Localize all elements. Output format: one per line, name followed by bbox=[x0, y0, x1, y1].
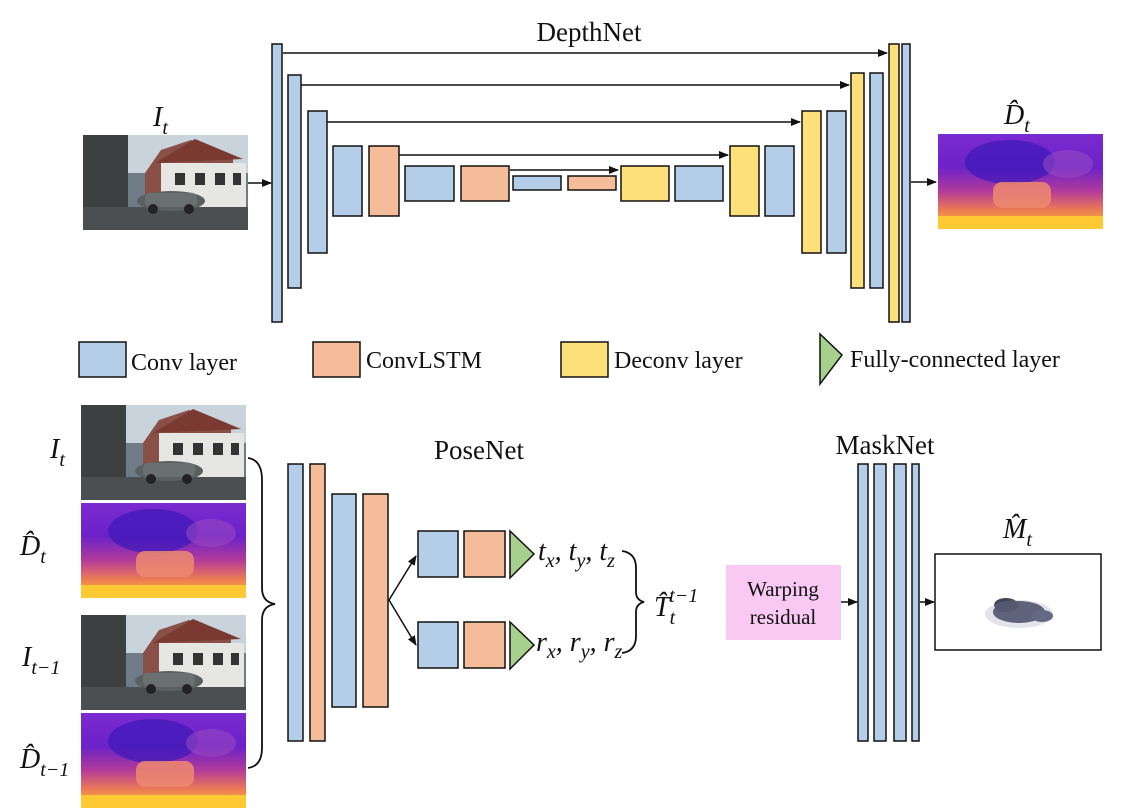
legend-conv-label: Conv layer bbox=[131, 350, 237, 376]
convlstm-layer bbox=[368, 145, 400, 217]
posenet-input-label: It bbox=[49, 434, 65, 471]
posenet-input-label: D̂t bbox=[19, 531, 46, 568]
branch-arrow-translation bbox=[388, 555, 417, 601]
conv-layer bbox=[911, 463, 920, 742]
depthnet-title: DepthNet bbox=[537, 17, 642, 47]
convlstm-layer bbox=[463, 621, 506, 669]
warping-residual-box bbox=[726, 565, 841, 640]
pose-brace bbox=[621, 550, 645, 654]
depthnet-input-label: It bbox=[152, 102, 168, 139]
conv-layer bbox=[901, 43, 911, 323]
conv-layer bbox=[512, 175, 562, 191]
posenet-input-label: It−1 bbox=[21, 642, 60, 679]
fc-layer-rotation bbox=[509, 620, 536, 671]
convlstm-layer bbox=[309, 463, 326, 742]
conv-layer bbox=[869, 72, 884, 289]
conv-layer bbox=[873, 463, 887, 742]
conv-layer bbox=[404, 165, 455, 202]
mask-blob bbox=[985, 598, 1053, 628]
convlstm-layer bbox=[463, 530, 506, 578]
deconv-layer bbox=[888, 43, 900, 323]
conv-layer bbox=[893, 463, 907, 742]
masknet-title: MaskNet bbox=[836, 430, 935, 460]
input-image-current bbox=[81, 405, 246, 500]
deconv-layer bbox=[620, 165, 670, 202]
conv-layer bbox=[857, 463, 869, 742]
deconv-layer bbox=[850, 72, 865, 289]
legend-conv-swatch bbox=[78, 341, 127, 378]
conv-layer bbox=[287, 463, 304, 742]
conv-layer bbox=[417, 621, 459, 669]
depthnet-input-image bbox=[83, 135, 248, 230]
depthnet-output-label: D̂t bbox=[1003, 100, 1030, 137]
input-image-previous bbox=[81, 615, 246, 710]
legend-convlstm-swatch bbox=[312, 341, 361, 378]
deconv-layer bbox=[801, 110, 822, 254]
legend-deconv-label: Deconv layer bbox=[614, 348, 743, 374]
conv-layer bbox=[332, 145, 363, 217]
input-brace bbox=[247, 457, 276, 769]
depthnet-output-depth-map bbox=[938, 134, 1103, 229]
transform-label: T̂tt−1 bbox=[654, 585, 698, 629]
convlstm-layer bbox=[567, 175, 617, 191]
branch-arrow-rotation bbox=[388, 599, 417, 646]
conv-layer bbox=[307, 110, 328, 254]
rotation-label: rx, ry, rz bbox=[536, 627, 623, 663]
conv-layer bbox=[271, 43, 283, 323]
warping-residual-line2: residual bbox=[750, 605, 817, 629]
conv-layer bbox=[287, 74, 302, 289]
input-depth-previous bbox=[81, 713, 246, 808]
deconv-layer bbox=[729, 145, 760, 217]
convlstm-layer bbox=[460, 165, 510, 202]
translation-label: tx, ty, tz bbox=[538, 536, 615, 572]
legend-fc-swatch bbox=[819, 332, 844, 387]
conv-layer bbox=[826, 110, 847, 254]
posenet-title: PoseNet bbox=[434, 435, 524, 465]
input-depth-current bbox=[81, 503, 246, 598]
legend-deconv-swatch bbox=[560, 341, 609, 378]
masknet-output-label: M̂t bbox=[1002, 514, 1032, 551]
legend-fc-label: Fully-connected layer bbox=[850, 347, 1060, 373]
legend-convlstm-label: ConvLSTM bbox=[366, 348, 482, 374]
conv-layer bbox=[674, 165, 724, 202]
posenet-input-label: D̂t−1 bbox=[19, 744, 69, 781]
warping-residual-line1: Warping bbox=[747, 577, 819, 601]
fc-layer-translation bbox=[509, 529, 536, 580]
conv-layer bbox=[331, 493, 357, 708]
conv-layer bbox=[764, 145, 795, 217]
conv-layer bbox=[417, 530, 459, 578]
convlstm-layer bbox=[362, 493, 389, 708]
